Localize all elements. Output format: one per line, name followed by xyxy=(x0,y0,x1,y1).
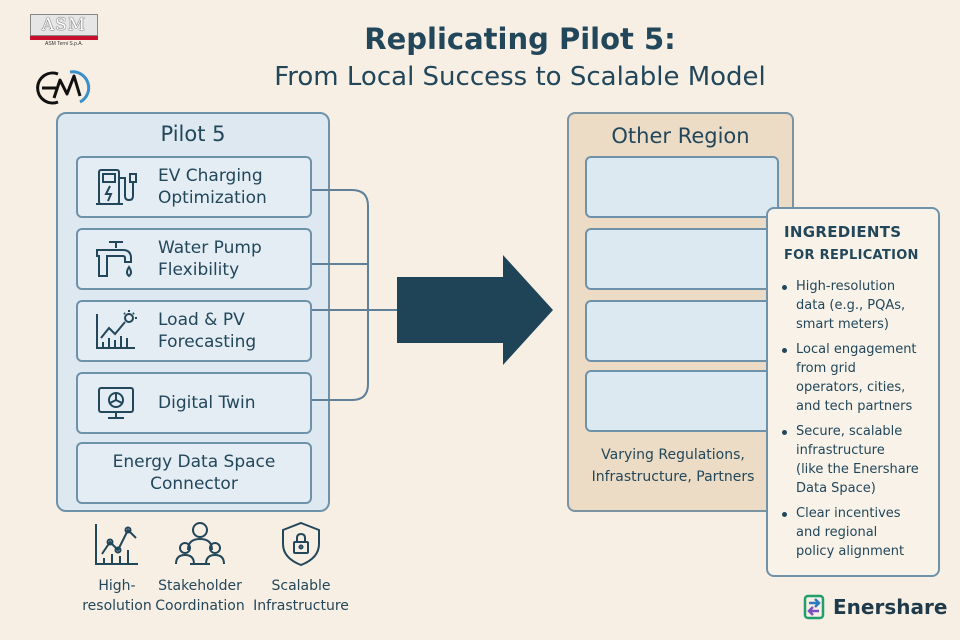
bottom-caption: Scalable xyxy=(271,578,331,594)
pilot-panel: Pilot 5 EV Charging Optimization xyxy=(56,112,330,512)
ingredient-line: operators, cities, xyxy=(796,380,906,395)
region-heading: Other Region xyxy=(611,124,750,148)
pilot-item-ev-charging: EV Charging Optimization xyxy=(76,156,312,218)
ingredient-line: data (e.g., PQAs, xyxy=(796,298,906,313)
ingredients-panel: INGREDIENTS FOR REPLICATION High-resolut… xyxy=(766,207,940,577)
asm-logo-subtitle: ASM Terni S.p.A. xyxy=(45,41,83,47)
ingredient-line: Local engagement xyxy=(796,342,917,357)
bottom-caption: Infrastructure xyxy=(253,598,349,614)
asm-logo-text: ASM xyxy=(30,14,98,36)
ingredient-line: (like the Enershare xyxy=(796,462,919,477)
bullet-icon xyxy=(782,285,787,290)
region-caption-line: Varying Regulations, xyxy=(601,447,745,463)
region-caption-line: Infrastructure, Partners xyxy=(591,469,755,485)
shield-lock-icon xyxy=(282,521,320,567)
enershare-logo-icon xyxy=(803,594,825,620)
ingredient-line: Data Space) xyxy=(796,481,876,496)
bottom-caption: High- xyxy=(98,578,136,594)
ev-charger-icon xyxy=(86,158,146,216)
region-slot xyxy=(585,370,779,432)
enershare-logo: Enershare xyxy=(803,594,947,620)
page-subtitle: From Local Success to Scalable Model xyxy=(274,62,766,92)
other-region-panel: Other Region Varying Regulations, Infras… xyxy=(567,112,794,512)
bullet-icon xyxy=(782,512,787,517)
pilot-item-data-space-connector: Energy Data Space Connector xyxy=(76,442,312,504)
ingredients-subtitle: FOR REPLICATION xyxy=(784,248,919,263)
pilot-item-water-pump: Water Pump Flexibility xyxy=(76,228,312,290)
monitor-icon xyxy=(86,374,146,432)
page-title: Replicating Pilot 5: xyxy=(364,22,676,56)
bottom-caption: Coordination xyxy=(155,598,245,614)
pv-forecast-chart-icon xyxy=(86,302,146,360)
ingredient-line: and regional xyxy=(796,525,878,540)
bottom-item-high-resolution: High- resolution xyxy=(72,520,162,620)
big-arrow-icon xyxy=(397,255,553,365)
pilot-item-label: Water Pump xyxy=(158,238,262,258)
ingredients-title: INGREDIENTS xyxy=(784,223,902,241)
bullet-icon xyxy=(782,430,787,435)
pilot-item-label: Forecasting xyxy=(158,332,257,352)
bottom-caption: Stakeholder xyxy=(158,578,242,594)
asm-logo-bar xyxy=(30,36,98,40)
pilot-item-label: Digital Twin xyxy=(158,393,256,413)
region-slot xyxy=(585,300,779,362)
pilot-item-label: Connector xyxy=(150,474,238,494)
ingredient-line: Secure, scalable xyxy=(796,424,903,439)
ingredient-item: High-resolution data (e.g., PQAs, smart … xyxy=(778,277,940,334)
bottom-caption: resolution xyxy=(82,598,152,614)
ingredient-item: Clear incentives and regional policy ali… xyxy=(778,504,940,561)
region-caption: Varying Regulations, Infrastructure, Par… xyxy=(575,444,771,488)
pilot-item-label: EV Charging xyxy=(158,166,263,186)
ingredient-line: infrastructure xyxy=(796,443,885,458)
bottom-item-stakeholder: Stakeholder Coordination xyxy=(150,520,250,620)
ingredient-line: smart meters) xyxy=(796,317,889,332)
ingredient-line: High-resolution xyxy=(796,279,896,294)
ingredient-item: Secure, scalable infrastructure (like th… xyxy=(778,422,940,498)
bullet-icon xyxy=(782,348,787,353)
asm-logo: ASM ASM Terni S.p.A. xyxy=(30,14,98,48)
ingredient-line: Clear incentives xyxy=(796,506,901,521)
ingredient-line: from grid xyxy=(796,361,856,376)
region-slot xyxy=(585,156,779,218)
enershare-logo-text: Enershare xyxy=(833,595,948,619)
ingredients-list: High-resolution data (e.g., PQAs, smart … xyxy=(778,277,940,567)
pilot-item-load-pv: Load & PV Forecasting xyxy=(76,300,312,362)
bottom-item-scalable-infra: Scalable Infrastructure xyxy=(246,520,356,620)
pilot-item-label: Flexibility xyxy=(158,260,240,280)
ingredient-line: and tech partners xyxy=(796,399,913,414)
pilot-item-label: Energy Data Space xyxy=(112,452,276,472)
water-tap-icon xyxy=(86,230,146,288)
pilot-item-digital-twin: Digital Twin xyxy=(76,372,312,434)
connector-bracket xyxy=(312,189,400,401)
region-slot xyxy=(585,228,779,290)
pilot-item-label: Load & PV xyxy=(158,310,245,330)
em-logo-icon xyxy=(36,66,92,110)
pilot-item-label: Optimization xyxy=(158,188,267,208)
line-chart-icon xyxy=(95,524,138,565)
pilot-heading: Pilot 5 xyxy=(160,122,226,146)
ingredient-line: policy alignment xyxy=(796,544,905,559)
people-group-icon xyxy=(175,522,225,565)
ingredient-item: Local engagement from grid operators, ci… xyxy=(778,340,940,416)
